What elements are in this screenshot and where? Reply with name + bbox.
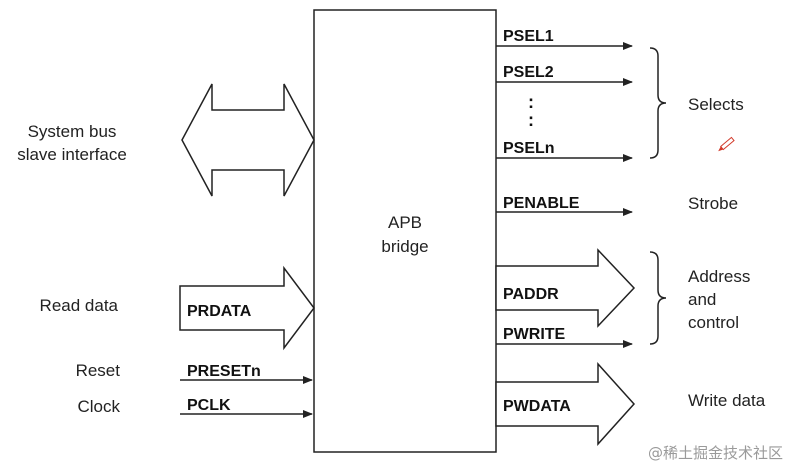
bridge-subtitle: bridge [381,237,428,256]
system-bus-label-line1: System bus [28,122,117,141]
pwrite-signal: PWRITE [503,326,566,343]
psel-ellipsis-lower: : [528,110,534,130]
psel-ellipsis-upper: : [528,92,534,112]
clock-label: Clock [77,397,120,416]
pseln-signal: PSELn [503,140,555,157]
penable-signal: PENABLE [503,195,580,212]
write-data-label: Write data [688,391,766,410]
system-bus-label-line2: slave interface [17,145,127,164]
address-brace [649,251,667,345]
address-label-line3: control [688,313,739,332]
reset-label: Reset [76,361,121,380]
address-label-line1: Address [688,267,750,286]
selects-label: Selects [688,95,744,114]
paddr-signal: PADDR [503,286,559,303]
strobe-label: Strobe [688,194,738,213]
pwdata-signal: PWDATA [503,398,571,415]
system-bus-double-arrow [181,83,315,197]
prdata-fat-arrow [179,265,315,351]
apb-bridge-box [313,9,497,453]
psel1-signal: PSEL1 [503,28,554,45]
paddr-fat-arrow [495,248,636,328]
prdata-signal: PRDATA [187,303,252,320]
presetn-signal: PRESETn [187,363,261,380]
pen-cursor-icon [718,136,735,152]
read-data-label: Read data [40,296,119,315]
address-label-line2: and [688,290,716,309]
bridge-title: APB [388,213,422,232]
watermark: @稀土掘金技术社区 [648,444,783,462]
pclk-signal: PCLK [187,397,231,414]
selects-brace [649,47,667,159]
psel2-signal: PSEL2 [503,64,554,81]
pwdata-fat-arrow [495,362,636,446]
